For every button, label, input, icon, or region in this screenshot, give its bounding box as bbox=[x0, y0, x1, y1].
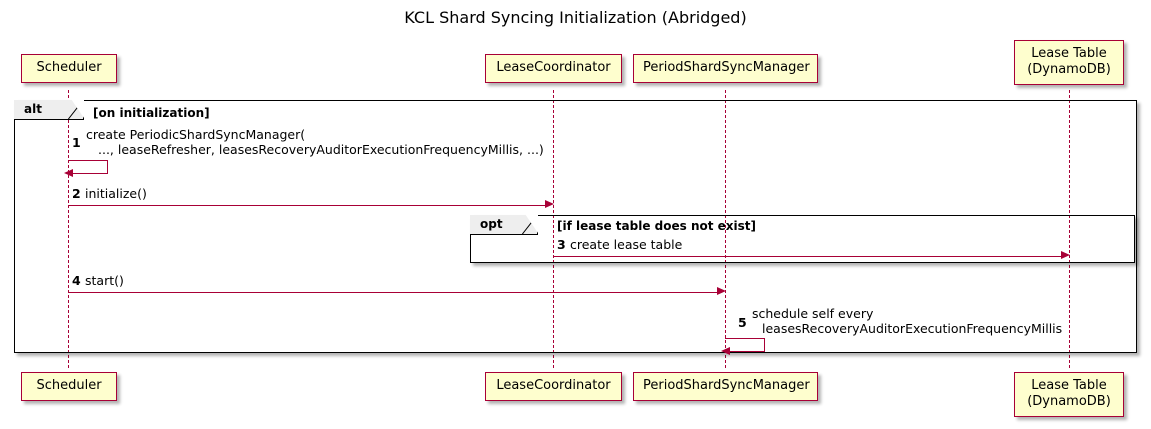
message-3-number: 3 bbox=[557, 237, 566, 252]
fragment-opt bbox=[470, 215, 1135, 263]
fragment-opt-operator-text: opt bbox=[480, 217, 503, 231]
message-1-self-loop bbox=[68, 160, 108, 174]
message-1-label-line2: ..., leaseRefresher, leasesRecoveryAudit… bbox=[98, 142, 544, 157]
message-4-number: 4 bbox=[72, 273, 81, 288]
participant-scheduler-label: Scheduler bbox=[36, 60, 102, 75]
participant-lease-table-top[interactable]: Lease Table (DynamoDB) bbox=[1014, 40, 1124, 85]
participant-scheduler-bottom[interactable]: Scheduler bbox=[21, 372, 117, 401]
participant-scheduler-label-bottom: Scheduler bbox=[36, 378, 102, 393]
participant-period-shard-sync-manager-top[interactable]: PeriodShardSyncManager bbox=[633, 54, 818, 83]
message-1-label-line1: create PeriodicShardSyncManager( bbox=[86, 127, 306, 142]
participant-period-shard-sync-manager-bottom[interactable]: PeriodShardSyncManager bbox=[633, 372, 818, 401]
message-3-arrowhead bbox=[1061, 251, 1070, 259]
message-2-arrowhead bbox=[545, 200, 554, 208]
participant-period-shard-sync-manager-label-bottom: PeriodShardSyncManager bbox=[643, 378, 810, 393]
participant-lease-coordinator-label-bottom: LeaseCoordinator bbox=[496, 378, 611, 393]
participant-lease-table-bottom[interactable]: Lease Table (DynamoDB) bbox=[1014, 372, 1124, 417]
participant-lease-table-label-line1: Lease Table bbox=[1031, 46, 1107, 61]
message-3-label-line1: create lease table bbox=[570, 237, 683, 252]
message-5-arrowhead bbox=[721, 347, 730, 355]
message-5-label-line1: schedule self every bbox=[752, 306, 874, 321]
message-1-label: create PeriodicShardSyncManager( ..., le… bbox=[86, 127, 544, 157]
lifeline-period-shard-sync-manager bbox=[725, 90, 726, 368]
message-5-number: 5 bbox=[738, 315, 747, 330]
message-2-line bbox=[68, 205, 546, 206]
fragment-opt-operator-label: opt bbox=[470, 214, 539, 235]
message-1-number: 1 bbox=[72, 135, 81, 150]
participant-lease-coordinator-label: LeaseCoordinator bbox=[496, 60, 611, 75]
fragment-alt-tab bbox=[68, 100, 85, 120]
participant-lease-coordinator-top[interactable]: LeaseCoordinator bbox=[485, 54, 622, 83]
page-title: KCL Shard Syncing Initialization (Abridg… bbox=[404, 8, 747, 27]
message-5-label-line2: leasesRecoveryAuditorExecutionFrequencyM… bbox=[762, 321, 1063, 336]
message-1-arrowhead bbox=[64, 169, 73, 177]
fragment-alt bbox=[14, 100, 1137, 353]
participant-lease-coordinator-bottom[interactable]: LeaseCoordinator bbox=[485, 372, 622, 401]
fragment-alt-operator-text: alt bbox=[24, 102, 42, 116]
message-3-label: create lease table bbox=[570, 237, 682, 252]
participant-scheduler-top[interactable]: Scheduler bbox=[21, 54, 117, 83]
participant-period-shard-sync-manager-label: PeriodShardSyncManager bbox=[643, 60, 810, 75]
message-4-label-line1: start() bbox=[85, 273, 124, 288]
message-2-number: 2 bbox=[72, 186, 81, 201]
lifeline-scheduler bbox=[68, 90, 69, 368]
lifeline-lease-table bbox=[1069, 90, 1070, 368]
message-2-label-line1: initialize() bbox=[85, 186, 147, 201]
message-2-label: initialize() bbox=[85, 186, 147, 201]
participant-lease-table-label-line1-bottom: Lease Table bbox=[1031, 378, 1107, 393]
message-4-label: start() bbox=[85, 273, 124, 288]
fragment-alt-operator-label: alt bbox=[14, 99, 85, 120]
fragment-opt-condition: [if lease table does not exist] bbox=[557, 219, 757, 233]
lifeline-lease-coordinator bbox=[553, 90, 554, 368]
message-5-label: schedule self every leasesRecoveryAudito… bbox=[752, 306, 1062, 336]
message-4-arrowhead bbox=[717, 287, 726, 295]
fragment-opt-tab bbox=[522, 215, 539, 235]
message-4-line bbox=[68, 292, 718, 293]
fragment-alt-condition: [on initialization] bbox=[93, 106, 210, 120]
participant-lease-table-label-line2-bottom: (DynamoDB) bbox=[1027, 394, 1111, 409]
message-5-self-loop bbox=[725, 338, 765, 352]
message-3-line bbox=[553, 256, 1062, 257]
participant-lease-table-label-line2: (DynamoDB) bbox=[1027, 62, 1111, 77]
